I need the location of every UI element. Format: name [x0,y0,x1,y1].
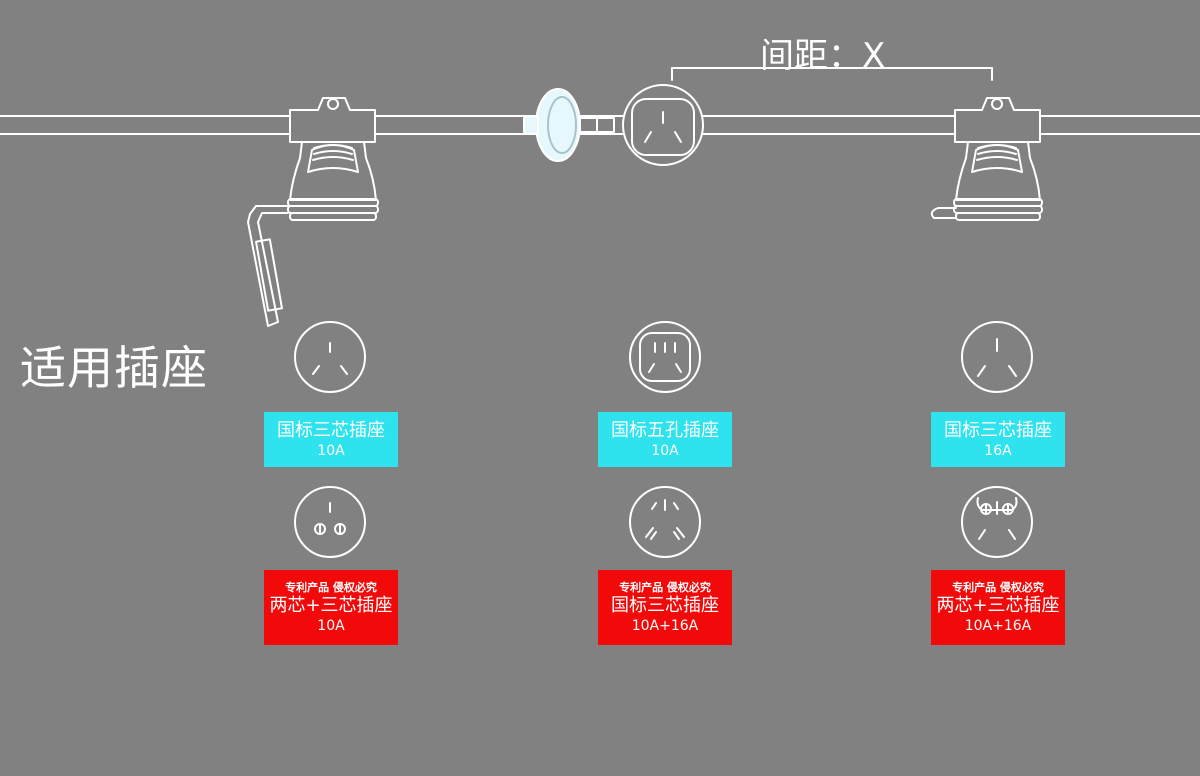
socket-icon-gb-5hole [629,321,701,393]
cable-end-cap [523,88,615,162]
spacing-label: 间距：X [760,36,886,76]
page-title: 适用插座 [20,341,208,395]
tag-2pin-3pin-10a-16a: 专利产品 侵权必究 两芯+三芯插座 10A+16A [931,570,1065,645]
tag-gb-3pin-16a: 国标三芯插座 16A [931,412,1065,467]
tag-name: 国标五孔插座 [611,419,719,441]
tag-name: 两芯+三芯插座 [269,594,393,616]
socket-icon-gb-3pin-16a [961,321,1033,393]
tag-rating: 16A [984,442,1012,459]
tag-patent-note: 专利产品 侵权必究 [285,580,377,594]
tag-rating: 10A [317,617,345,634]
tag-gb-3pin-10a: 国标三芯插座 10A [264,412,398,467]
socket-icon-gb-3pin-10a-16a [629,486,701,558]
tag-gb-5hole-10a: 国标五孔插座 10A [598,412,732,467]
tag-rating: 10A+16A [631,617,699,634]
hanging-socket-left [247,97,379,327]
hanging-socket-right [930,97,1043,221]
tag-name: 国标三芯插座 [944,419,1052,441]
tag-gb-3pin-10a-16a: 专利产品 侵权必究 国标三芯插座 10A+16A [598,570,732,645]
socket-icon-gb-3pin-10a [294,321,366,393]
tag-patent-note: 专利产品 侵权必究 [619,580,711,594]
tag-name: 国标三芯插座 [277,419,385,441]
spacing-dimension-line [671,67,993,81]
tag-name: 两芯+三芯插座 [936,594,1060,616]
tag-rating: 10A [317,442,345,459]
tag-name: 国标三芯插座 [611,594,719,616]
tag-patent-note: 专利产品 侵权必究 [952,580,1044,594]
socket-icon-2pin-3pin [294,486,366,558]
inline-socket [622,84,704,166]
tag-rating: 10A+16A [964,617,1032,634]
socket-icon-2pin-3pin-16a [961,486,1033,558]
tag-2pin-3pin-10a: 专利产品 侵权必究 两芯+三芯插座 10A [264,570,398,645]
tag-rating: 10A [651,442,679,459]
